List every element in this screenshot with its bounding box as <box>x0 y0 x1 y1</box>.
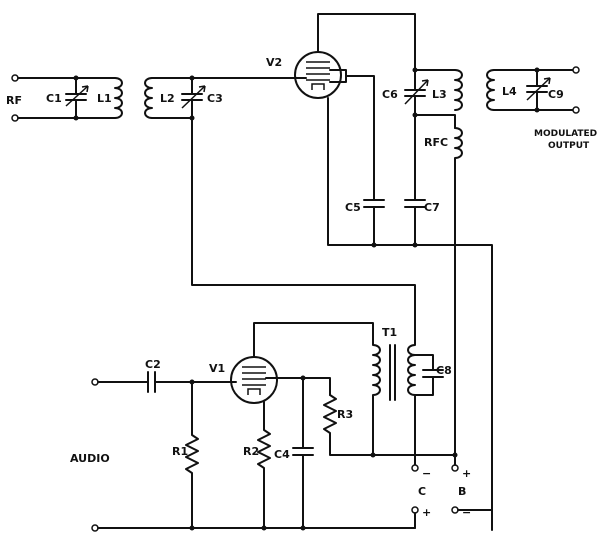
v2-screen-wire <box>329 69 347 83</box>
v2-plate-wire <box>317 13 416 71</box>
svg-text:R1: R1 <box>172 445 188 458</box>
rf-input: RF <box>6 74 116 122</box>
v2-cathode-return <box>327 97 493 531</box>
capacitor-c1: C1 <box>46 75 89 121</box>
capacitor-c5: C5 <box>345 199 418 248</box>
v1-plate-wire <box>253 322 374 358</box>
svg-text:L4: L4 <box>502 85 517 98</box>
inductor-l1: L1 <box>97 77 123 119</box>
transformer-t1: T1 <box>372 326 416 466</box>
svg-text:L3: L3 <box>432 88 447 101</box>
svg-text:OUTPUT: OUTPUT <box>548 141 590 151</box>
capacitor-c8: C8 <box>414 354 452 396</box>
tube-v2: V2 <box>266 51 342 99</box>
svg-text:L1: L1 <box>97 92 112 105</box>
svg-text:C1: C1 <box>46 92 62 105</box>
resistor-r1: R1 <box>172 379 199 531</box>
svg-text:L2: L2 <box>160 92 175 105</box>
svg-text:−: − <box>462 506 471 519</box>
svg-text:T1: T1 <box>382 326 397 339</box>
c-bias-terminals: − C + <box>411 464 431 529</box>
capacitor-c4: C4 <box>274 377 314 531</box>
rf-choke: RFC <box>424 127 463 456</box>
svg-text:C4: C4 <box>274 448 290 461</box>
capacitor-c6: C6 <box>382 69 429 116</box>
svg-text:+: + <box>422 506 431 519</box>
svg-text:C5: C5 <box>345 201 361 214</box>
svg-text:C2: C2 <box>145 358 161 371</box>
tube-v1: V1 <box>209 356 278 404</box>
svg-text:AUDIO: AUDIO <box>70 452 110 465</box>
svg-text:C9: C9 <box>548 88 564 101</box>
svg-text:C: C <box>418 485 426 498</box>
svg-text:RFC: RFC <box>424 136 448 149</box>
capacitor-c9: C9 <box>526 67 564 113</box>
modulated-output: MODULATED OUTPUT <box>534 66 597 151</box>
svg-text:−: − <box>422 467 431 480</box>
v2-screen-to-c5 <box>345 75 375 201</box>
capacitor-c7: C7 <box>404 114 440 246</box>
svg-text:B: B <box>458 485 466 498</box>
inductor-l3: L3 <box>412 67 463 129</box>
svg-text:V2: V2 <box>266 56 282 69</box>
svg-text:C7: C7 <box>424 201 440 214</box>
v1-screen-wire <box>265 377 331 396</box>
capacitor-c3: C3 <box>181 75 416 341</box>
b-supply-terminals: + B − <box>451 454 493 519</box>
resistor-r3: R3 <box>323 394 458 458</box>
svg-text:R2: R2 <box>243 445 259 458</box>
svg-text:+: + <box>462 467 471 480</box>
svg-text:C3: C3 <box>207 92 223 105</box>
inductor-l4: L4 <box>486 69 574 111</box>
audio-input: C2 AUDIO <box>70 358 416 532</box>
inductor-l2: L2 <box>144 77 301 119</box>
svg-text:C6: C6 <box>382 88 398 101</box>
svg-text:V1: V1 <box>209 362 225 375</box>
svg-text:MODULATED: MODULATED <box>534 129 597 139</box>
svg-text:R3: R3 <box>337 408 353 421</box>
resistor-r2: R2 <box>243 401 271 531</box>
svg-text:C8: C8 <box>436 364 452 377</box>
rf-label: RF <box>6 94 22 107</box>
